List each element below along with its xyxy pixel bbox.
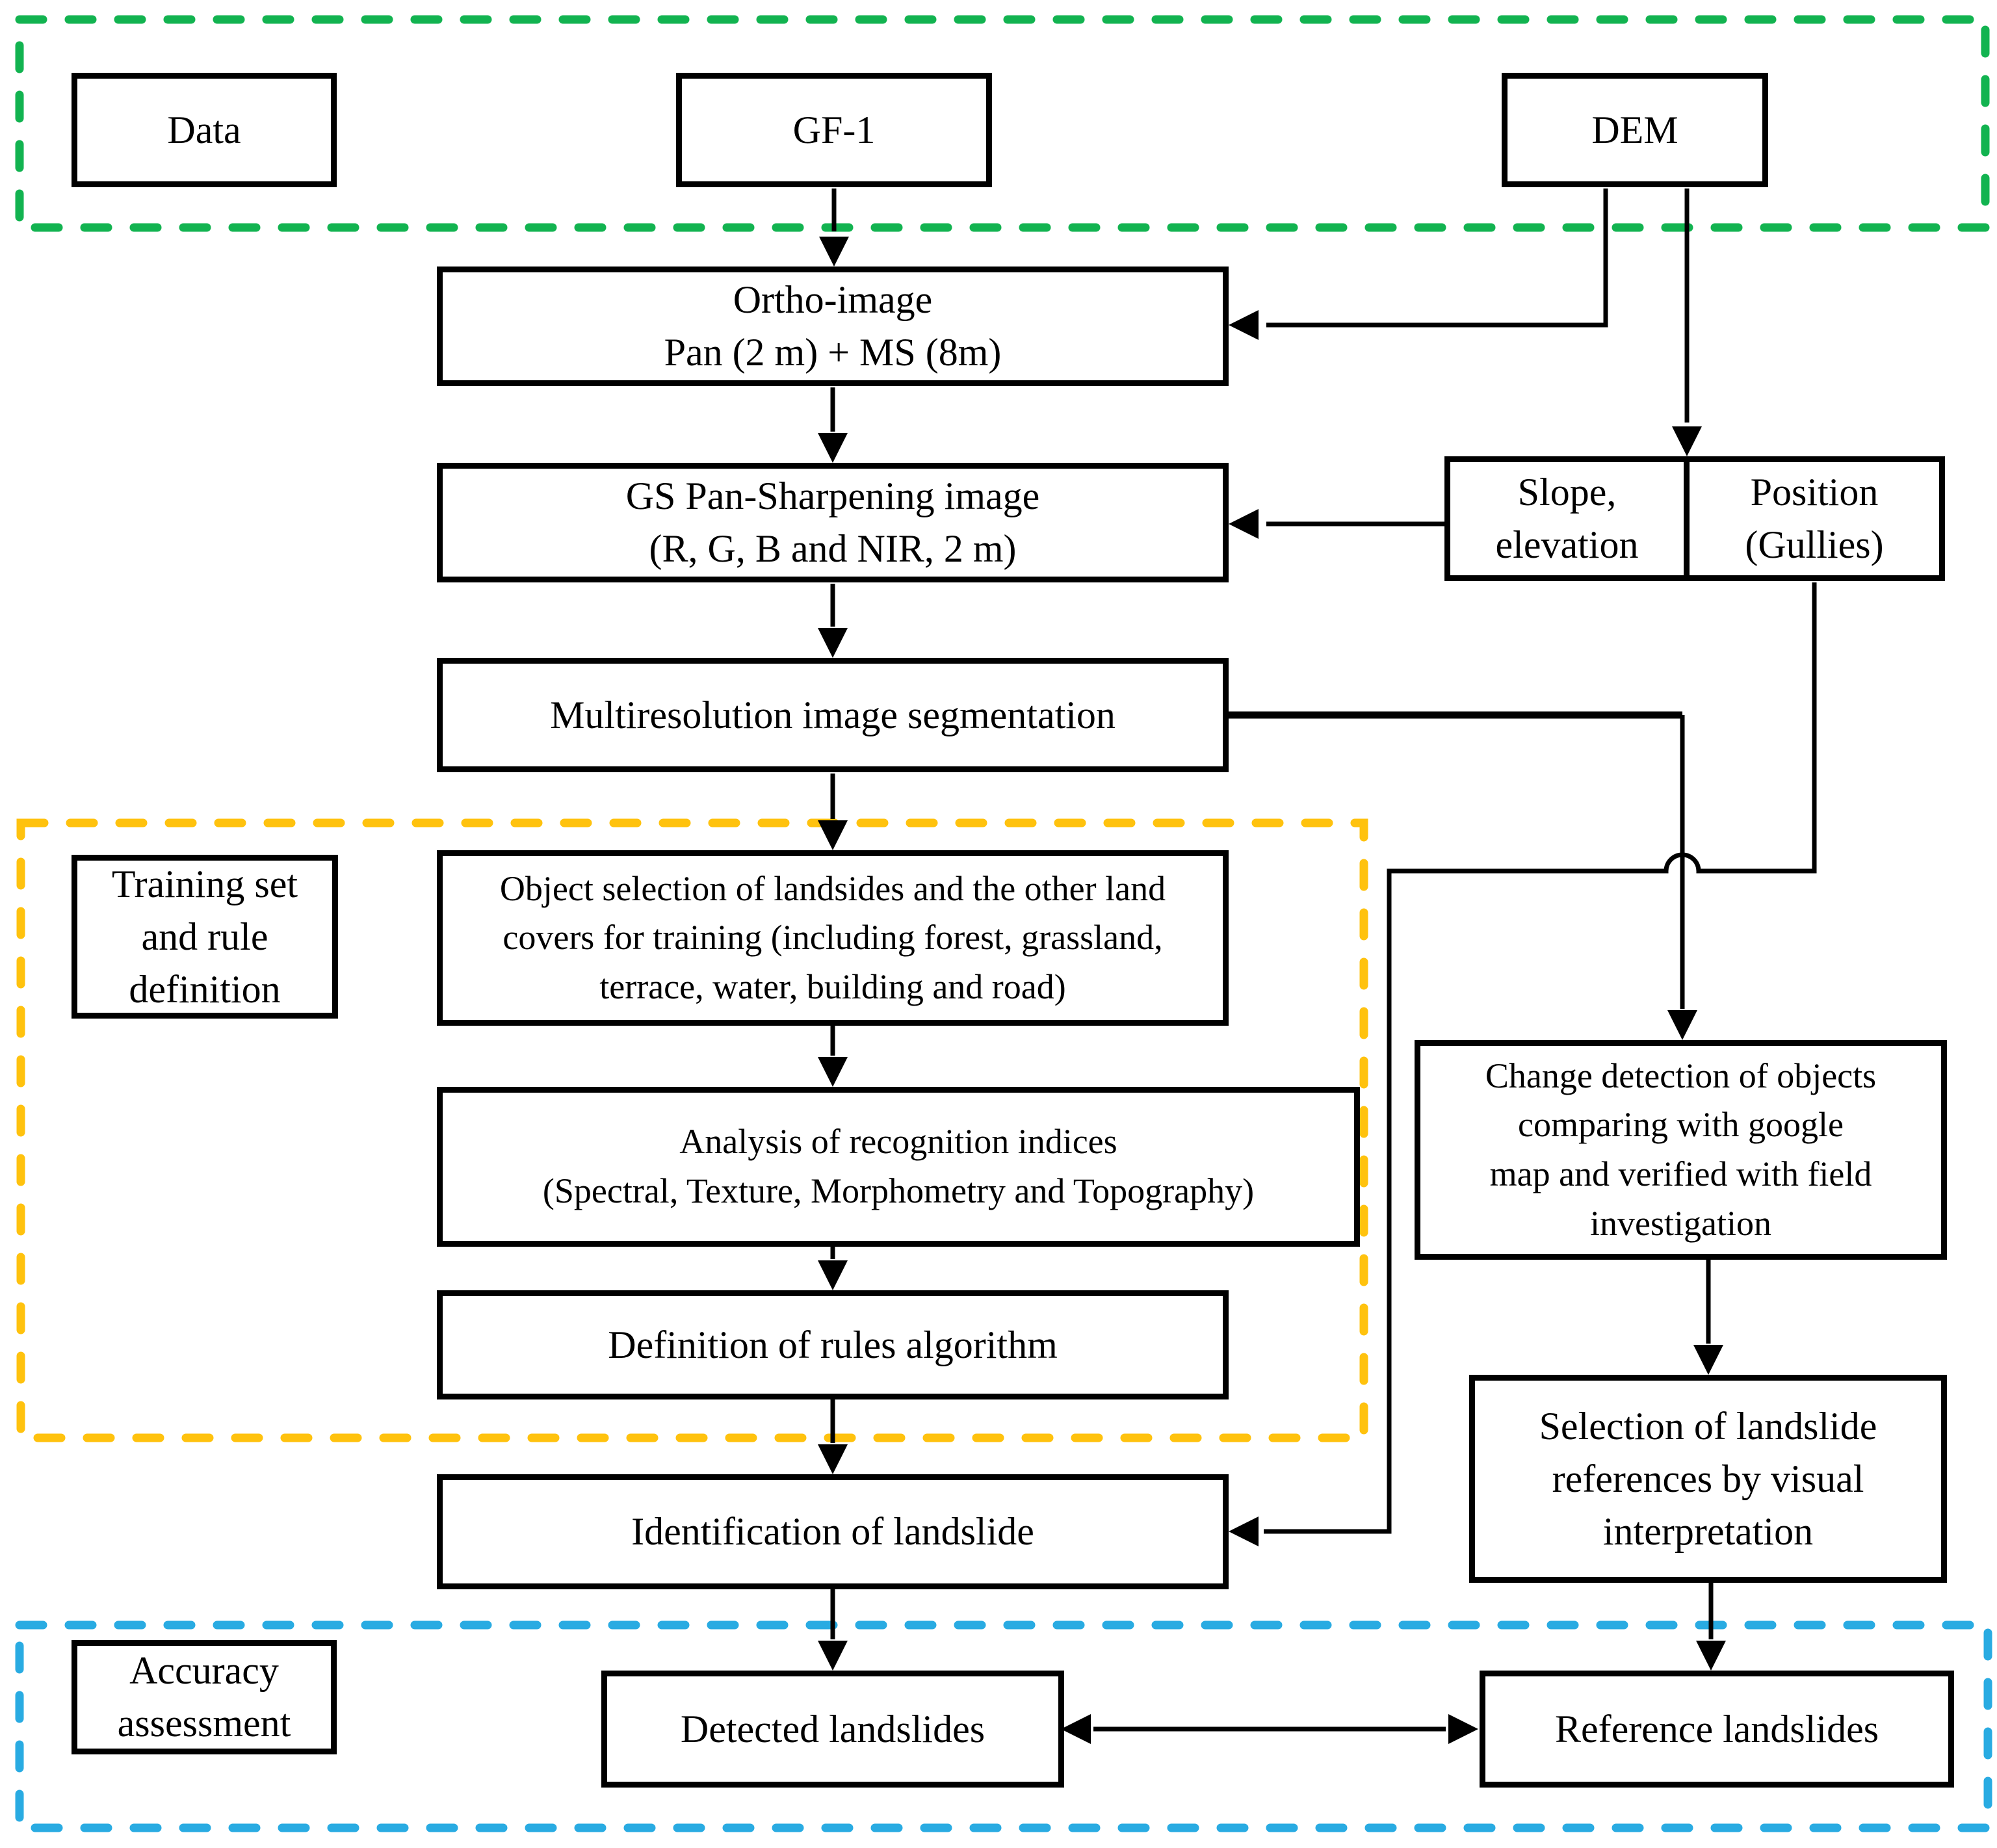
node-slope-cell: Slope, elevation xyxy=(1450,462,1684,575)
training-group-label: Training set and rule definition xyxy=(111,862,298,1011)
node-rules-definition-label: Definition of rules algorithm xyxy=(608,1323,1058,1366)
node-dem: DEM xyxy=(1502,73,1768,187)
node-detected-landslides-label: Detected landslides xyxy=(680,1707,985,1750)
arrowhead-selection-to-reference xyxy=(1696,1641,1726,1671)
node-ortho-image-label: Ortho-image Pan (2 m) + MS (8m) xyxy=(664,278,1002,374)
node-analysis-indices: Analysis of recognition indices (Spectra… xyxy=(437,1087,1360,1247)
data-group-label-box: Data xyxy=(72,73,337,187)
arrowhead-slope-to-gs xyxy=(1229,509,1259,539)
arrowhead-object-to-analysis xyxy=(818,1057,848,1087)
node-slope-position: Slope, elevation Position (Gullies) xyxy=(1444,456,1945,581)
arrowhead-dem-to-ortho xyxy=(1229,310,1259,340)
connector-dem-to-ortho xyxy=(1266,189,1608,328)
node-segmentation: Multiresolution image segmentation xyxy=(437,658,1229,772)
node-slope-label: Slope, elevation xyxy=(1495,471,1639,566)
arrowhead-reference-right xyxy=(1448,1714,1478,1744)
node-object-selection-label: Object selection of landsides and the ot… xyxy=(499,868,1166,1006)
node-segmentation-label: Multiresolution image segmentation xyxy=(550,693,1116,736)
arrowhead-detected-left xyxy=(1061,1714,1091,1744)
node-analysis-indices-label: Analysis of recognition indices (Spectra… xyxy=(542,1122,1255,1210)
arrowhead-position-to-identification xyxy=(1229,1516,1259,1546)
data-group-label: Data xyxy=(167,108,241,151)
accuracy-group-label: Accuracy assessment xyxy=(117,1649,291,1745)
node-reference-landslides: Reference landslides xyxy=(1480,1671,1954,1788)
node-gf1-label: GF-1 xyxy=(792,108,876,151)
node-position-cell: Position (Gullies) xyxy=(1684,462,1939,575)
node-reference-selection: Selection of landslide references by vis… xyxy=(1469,1375,1947,1583)
node-position-label: Position (Gullies) xyxy=(1745,471,1884,566)
connector-position-to-identification xyxy=(1264,582,1817,1534)
node-gs-pansharpening-label: GS Pan-Sharpening image (R, G, B and NIR… xyxy=(625,475,1040,570)
node-object-selection: Object selection of landsides and the ot… xyxy=(437,850,1229,1026)
node-gf1: GF-1 xyxy=(676,73,992,187)
node-rules-definition: Definition of rules algorithm xyxy=(437,1290,1229,1399)
arrowhead-ortho-to-gs xyxy=(818,433,848,463)
arrowhead-gs-to-segmentation xyxy=(818,628,848,658)
node-reference-selection-label: Selection of landslide references by vis… xyxy=(1539,1404,1877,1553)
node-dem-label: DEM xyxy=(1591,108,1678,151)
accuracy-group-label-box: Accuracy assessment xyxy=(72,1640,337,1754)
arrowhead-analysis-to-rules xyxy=(818,1260,848,1290)
node-reference-landslides-label: Reference landslides xyxy=(1554,1707,1879,1750)
node-change-detection: Change detection of objects comparing wi… xyxy=(1415,1040,1947,1260)
arrowhead-segmentation-to-object xyxy=(818,820,848,850)
node-gs-pansharpening: GS Pan-Sharpening image (R, G, B and NIR… xyxy=(437,463,1229,582)
training-group-label-box: Training set and rule definition xyxy=(72,855,338,1019)
arrowhead-rules-to-identification xyxy=(818,1444,848,1474)
node-detected-landslides: Detected landslides xyxy=(601,1671,1064,1788)
node-identification: Identification of landslide xyxy=(437,1474,1229,1589)
node-ortho-image: Ortho-image Pan (2 m) + MS (8m) xyxy=(437,267,1229,386)
accuracy-group-outline xyxy=(15,1620,1992,1832)
node-change-detection-label: Change detection of objects comparing wi… xyxy=(1485,1056,1877,1243)
arrowhead-gf1-to-ortho xyxy=(819,237,849,267)
arrowhead-identification-to-detected xyxy=(818,1641,848,1671)
training-group-outline xyxy=(16,818,1368,1442)
arrowhead-dem-to-slope-position xyxy=(1672,426,1702,456)
arrowhead-change-to-selection xyxy=(1693,1345,1723,1375)
arrowhead-segmentation-to-change xyxy=(1667,1010,1697,1040)
node-identification-label: Identification of landslide xyxy=(631,1510,1034,1553)
